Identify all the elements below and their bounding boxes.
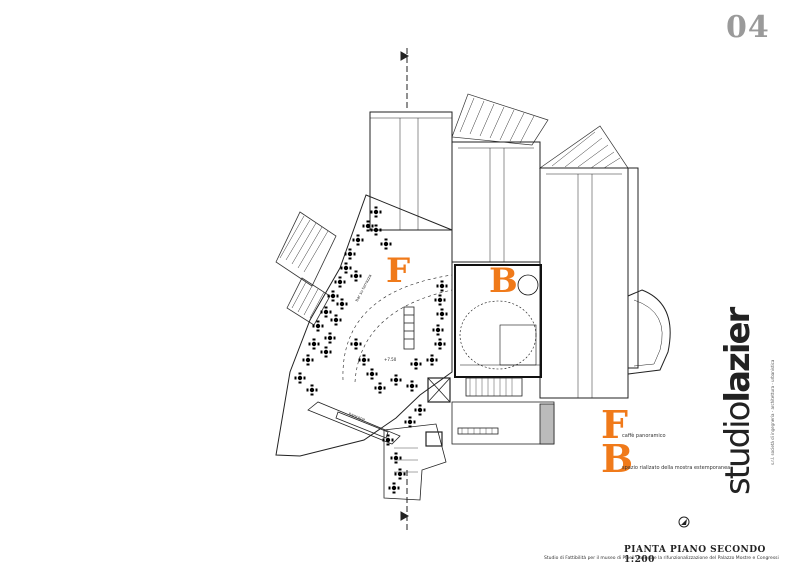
table-12 — [312, 320, 324, 332]
table-31 — [410, 358, 422, 370]
table-36 — [394, 468, 406, 480]
table-39 — [380, 238, 392, 250]
east-corridor — [451, 377, 555, 445]
table-13 — [324, 332, 336, 344]
table-22 — [374, 382, 386, 394]
table-38 — [370, 224, 382, 236]
table-14 — [308, 338, 320, 350]
table-19 — [350, 338, 362, 350]
table-25 — [436, 280, 448, 292]
table-8 — [327, 290, 339, 302]
table-33 — [404, 416, 416, 428]
bar-counter — [307, 401, 401, 445]
table-29 — [434, 338, 446, 350]
table-17 — [294, 372, 306, 384]
table-11 — [330, 314, 342, 326]
table-16 — [302, 354, 314, 366]
north-arrow — [678, 516, 690, 528]
table-27 — [436, 308, 448, 320]
table-34 — [382, 434, 394, 446]
table-20 — [358, 354, 370, 366]
table-4 — [344, 248, 356, 260]
drawing-caption: Studio di Fattibilità per il museo di Pi… — [544, 556, 779, 561]
legend-b-letter: B — [601, 436, 634, 481]
table-7 — [334, 276, 346, 288]
legend-f-letter: F — [601, 402, 628, 447]
roof-hatch-top — [451, 93, 629, 169]
table-30 — [426, 354, 438, 366]
table-28 — [432, 324, 444, 336]
legend-b-description: spazio riallzato della mostra estemporan… — [622, 465, 731, 471]
section-axis-bottom — [400, 470, 410, 530]
table-18 — [306, 384, 318, 396]
b-zone-block — [454, 264, 542, 378]
level-label: +7.50 — [384, 357, 397, 362]
table-15 — [320, 346, 332, 358]
zone-f-label: F — [386, 251, 411, 291]
legend-f-description: caffè panoramico — [622, 433, 666, 439]
vertical-core — [403, 306, 451, 403]
table-6 — [350, 270, 362, 282]
table-26 — [434, 294, 446, 306]
table-37 — [388, 482, 400, 494]
left-stair-block — [275, 211, 337, 326]
table-2 — [362, 220, 374, 232]
south-wing — [383, 423, 447, 501]
logo-subtitle: s.r.l. società di ingegneria - architett… — [770, 359, 775, 465]
terrace-arcs — [342, 274, 453, 383]
logo-part1: studio — [718, 402, 758, 495]
cafe-tables — [294, 206, 448, 494]
table-24 — [406, 380, 418, 392]
table-32 — [414, 404, 426, 416]
table-1 — [370, 206, 382, 218]
table-35 — [390, 452, 402, 464]
table-10 — [320, 306, 332, 318]
zone-b-label: B — [489, 261, 518, 301]
table-5 — [340, 262, 352, 274]
studio-logo: studiolazier — [718, 309, 758, 495]
table-3 — [352, 234, 364, 246]
page-number: 04 — [726, 10, 770, 45]
section-axis-top — [400, 48, 410, 108]
logo-part2: lazier — [718, 308, 758, 403]
drawing-title: PIANTA PIANO SECONDO 1:200 — [624, 545, 766, 565]
table-21 — [366, 368, 378, 380]
table-9 — [336, 298, 348, 310]
table-23 — [390, 374, 402, 386]
